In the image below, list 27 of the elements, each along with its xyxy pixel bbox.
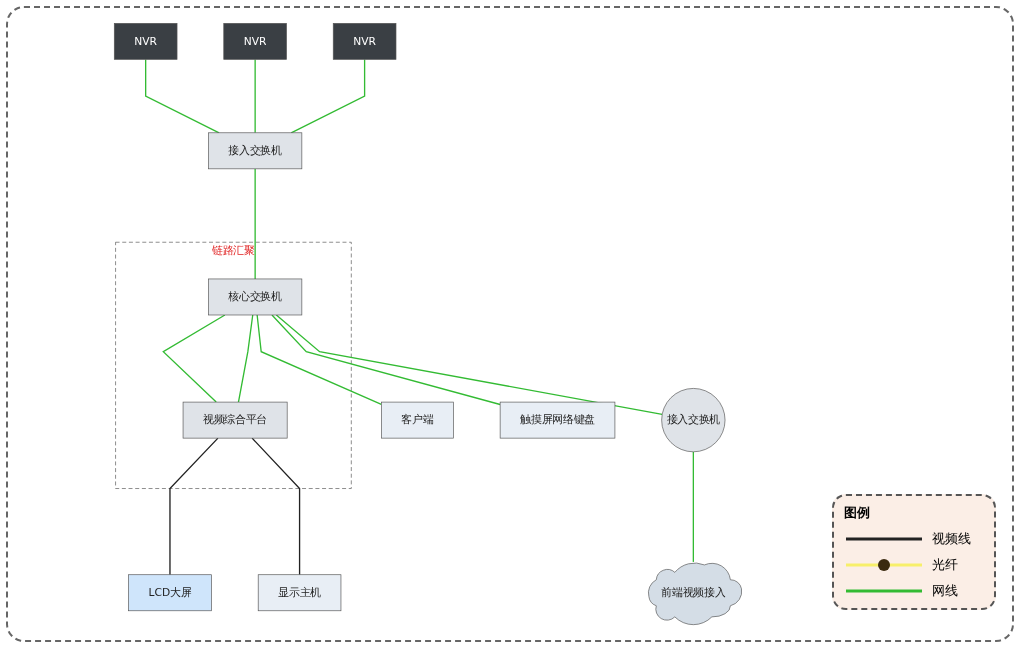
node-box: 客户端 <box>381 401 454 439</box>
legend-label: 光纤 <box>932 556 958 574</box>
node-box: 视频综合平台 <box>182 401 288 439</box>
connector <box>237 314 254 403</box>
connector <box>290 58 366 134</box>
node-box: 核心交换机 <box>208 278 303 316</box>
node-box: NVR <box>113 23 178 60</box>
legend-label: 网线 <box>932 582 958 600</box>
connector <box>275 314 663 416</box>
connector <box>254 58 256 134</box>
connector <box>271 314 501 406</box>
node-box: 触摸屏网络键盘 <box>499 401 616 439</box>
legend-label: 视频线 <box>932 530 971 548</box>
node-box: LCD大屏 <box>128 574 212 612</box>
node-box: NVR <box>223 23 287 60</box>
connector <box>145 58 220 134</box>
node-circle: 接入交换机 <box>661 388 726 453</box>
node-box: NVR <box>332 23 397 60</box>
connector <box>162 314 226 403</box>
legend-title: 图例 <box>844 504 871 522</box>
connector <box>251 437 301 576</box>
node-box: 接入交换机 <box>208 132 303 170</box>
node-box: 显示主机 <box>257 574 342 612</box>
connector <box>256 314 382 405</box>
connector <box>692 451 694 563</box>
connector <box>254 168 256 280</box>
connector <box>169 437 219 576</box>
